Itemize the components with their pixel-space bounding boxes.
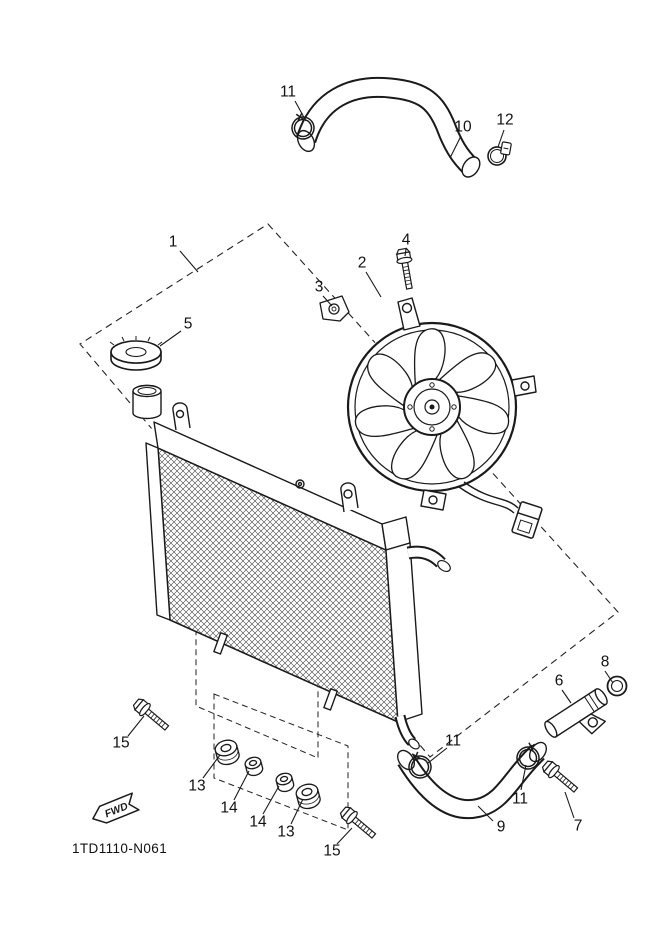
leader-lines bbox=[127, 100, 614, 845]
bolt-4 bbox=[394, 247, 418, 291]
callout-14-collar-b: 14 bbox=[249, 813, 267, 831]
collar-14-a bbox=[243, 754, 265, 778]
callout-9-lower-hose: 9 bbox=[496, 818, 506, 836]
callout-6-pipe: 6 bbox=[554, 672, 564, 690]
callout-3-bracket: 3 bbox=[314, 278, 324, 296]
callout-4-bolt: 4 bbox=[401, 231, 411, 249]
callout-13-grommet-b: 13 bbox=[277, 823, 295, 841]
grommet-13-b bbox=[293, 781, 323, 812]
callout-11-lower-clamp-right: 11 bbox=[511, 790, 529, 808]
fan-bracket bbox=[319, 295, 350, 322]
assembly-dashed-outline bbox=[79, 223, 619, 758]
radiator-cap bbox=[109, 336, 163, 371]
callout-15-bolt-left: 15 bbox=[112, 734, 130, 752]
radiator bbox=[132, 384, 451, 750]
lower-hose bbox=[396, 741, 548, 820]
bolt-7 bbox=[539, 757, 582, 797]
callout-13-grommet-a: 13 bbox=[188, 777, 206, 795]
fan-wire-connector bbox=[458, 481, 543, 539]
grommet-13-a bbox=[212, 737, 242, 768]
collar-14-b bbox=[274, 770, 296, 794]
callout-15-bolt-bottom: 15 bbox=[323, 842, 341, 860]
water-pipe bbox=[544, 688, 608, 738]
fwd-marker: FWD bbox=[92, 792, 140, 824]
diagram-part-code: 1TD1110-N061 bbox=[72, 841, 168, 856]
screw-hose-clamp-12 bbox=[487, 141, 512, 166]
callout-5-radiator-cap: 5 bbox=[183, 315, 193, 333]
o-ring bbox=[606, 675, 628, 697]
callout-1-radiator-assembly: 1 bbox=[168, 233, 178, 251]
callout-12-screw-clamp: 12 bbox=[496, 111, 514, 129]
callout-7-bolt: 7 bbox=[573, 817, 583, 835]
bolt-15-left bbox=[130, 695, 173, 735]
callout-10-upper-hose: 10 bbox=[454, 118, 472, 136]
upper-hose bbox=[295, 76, 481, 178]
callout-14-collar-a: 14 bbox=[220, 799, 238, 817]
callout-11-lower-clamp-left: 11 bbox=[444, 732, 462, 750]
callout-2-fan-assembly: 2 bbox=[357, 254, 367, 272]
mount-alignment-dashed-boxes bbox=[195, 621, 349, 831]
callout-11-upper-clamp: 11 bbox=[279, 83, 297, 101]
callout-8-o-ring: 8 bbox=[600, 653, 610, 671]
cooling-fan bbox=[346, 297, 543, 539]
